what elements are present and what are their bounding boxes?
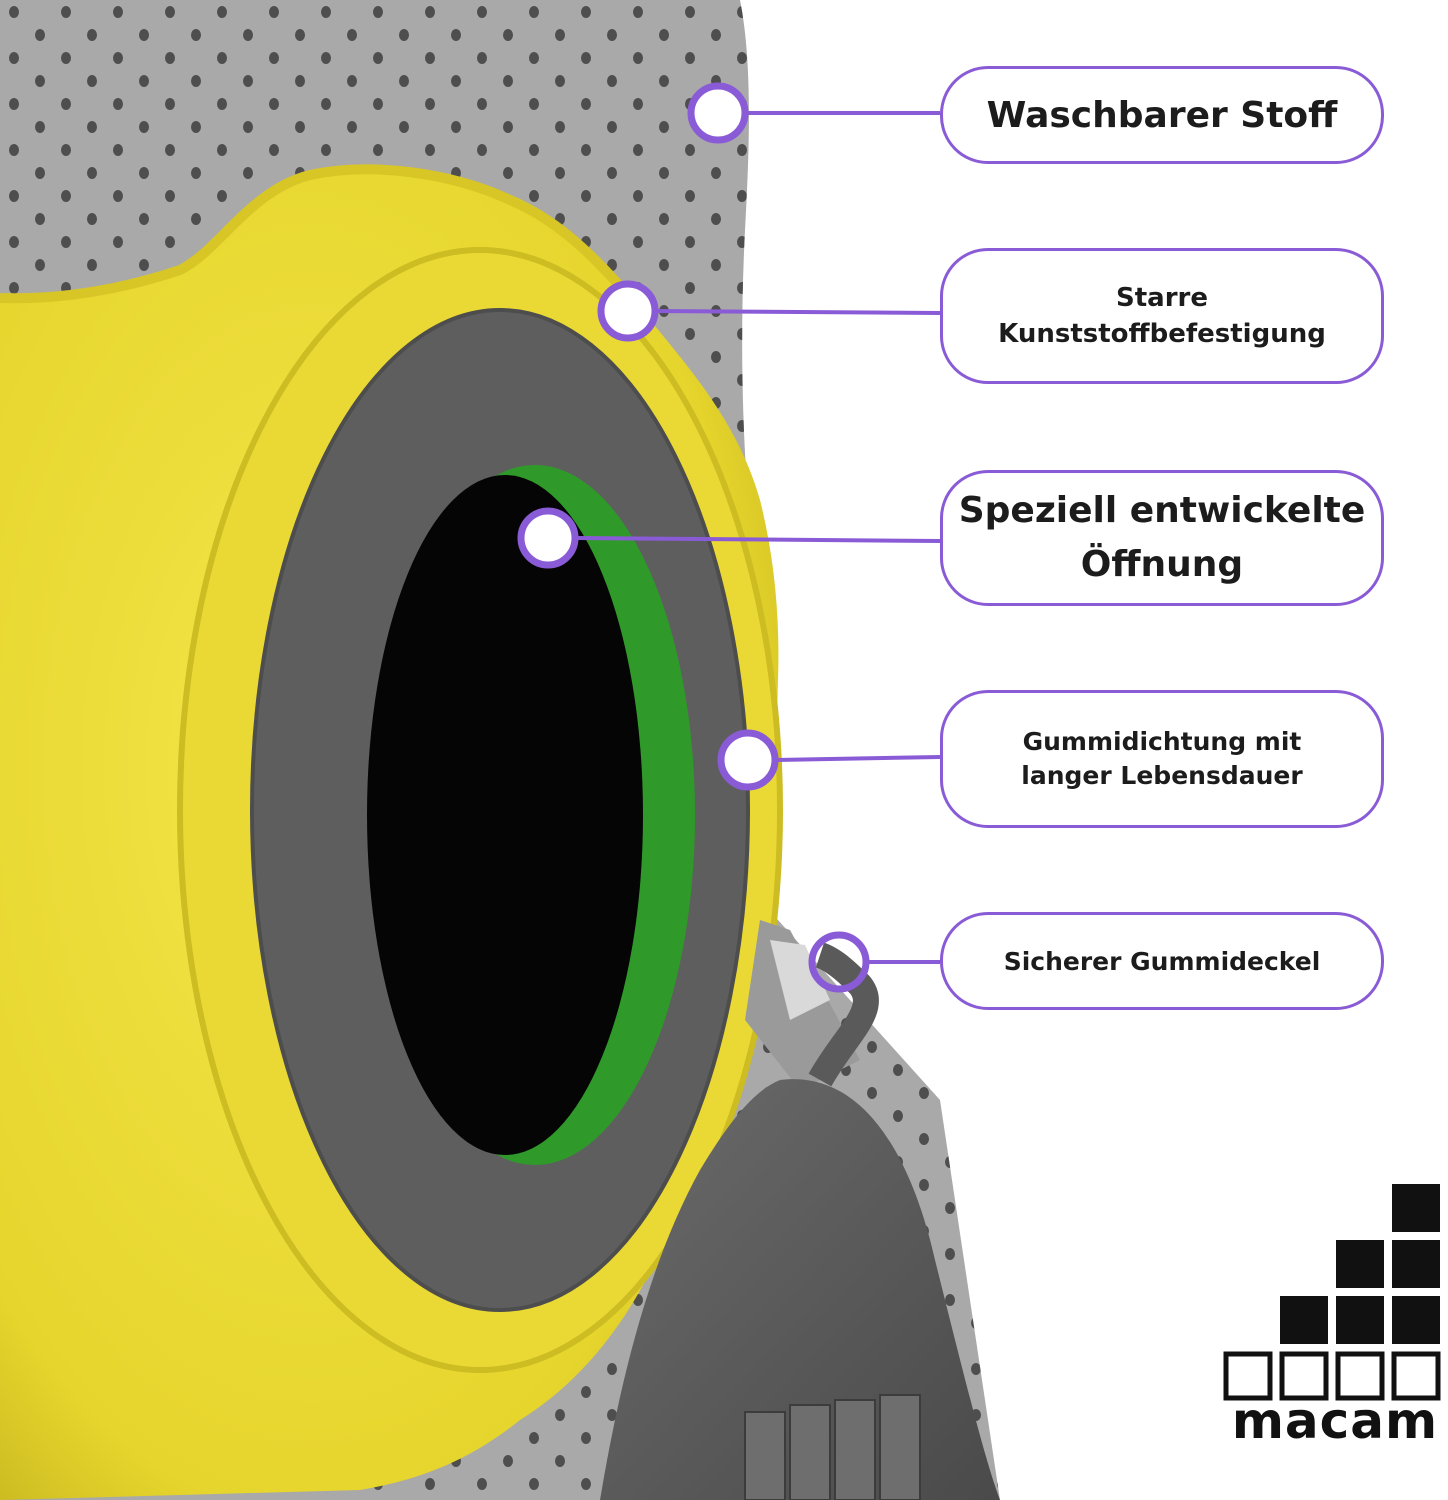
brand-name: macam [1231,1392,1439,1450]
callout-markers [517,82,870,993]
callout-fixture-line-1: Starre [1116,283,1208,313]
callout-seal-line-1: Gummidichtung mit [1022,727,1302,756]
opening [367,465,695,1165]
brand-logo-icon [1223,1184,1441,1401]
marker-opening [517,507,579,569]
rubber-lid [600,942,1000,1500]
callout-seal-line-2: langer Lebensdauer [1021,761,1303,790]
marker-lid [808,931,870,993]
callout-fabric-line-1: Waschbarer Stoff [986,94,1338,136]
callout-opening-line-2: Öffnung [1080,544,1244,585]
callout-connectors [575,111,941,964]
callout-lid: Sicherer Gummideckel [940,912,1384,1010]
marker-fabric [687,82,749,144]
callout-fixture: Starre Kunststoffbefestigung [940,248,1384,384]
callout-fabric: Waschbarer Stoff [940,66,1384,164]
callout-opening-line-1: Speziell entwickelte [958,490,1366,531]
callout-seal: Gummidichtung mit langer Lebensdauer [940,690,1384,828]
callout-opening: Speziell entwickelte Öffnung [940,470,1384,606]
marker-seal [717,729,779,791]
callout-fixture-line-2: Kunststoffbefestigung [998,319,1326,349]
marker-fixture [597,280,659,342]
callout-lid-line-1: Sicherer Gummideckel [1003,946,1321,976]
